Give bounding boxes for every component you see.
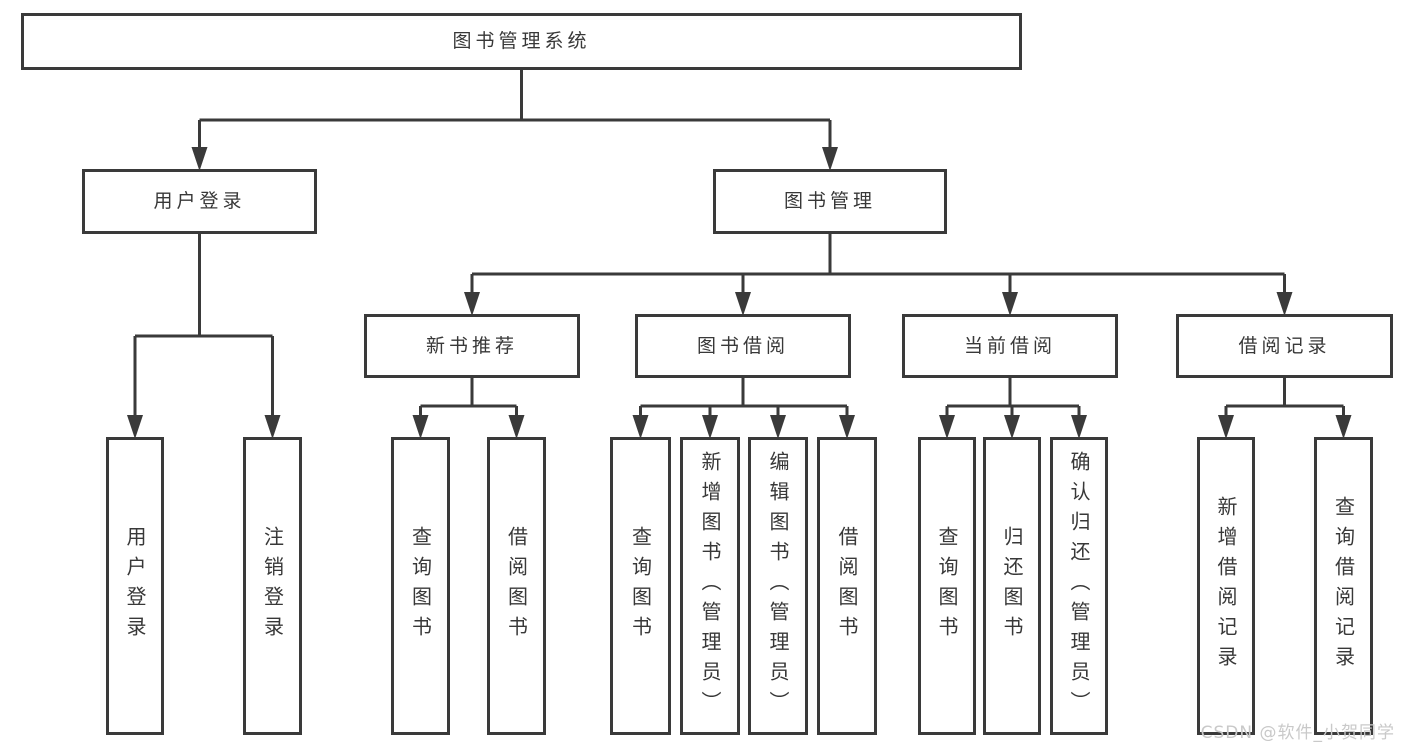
arrowhead-icon (702, 415, 718, 439)
arrowhead-icon (839, 415, 855, 439)
arrowhead-icon (508, 415, 525, 439)
arrowhead-icon (464, 292, 480, 316)
arrowhead-icon (1071, 415, 1087, 439)
node-book-borrowing: 图书借阅 (635, 314, 851, 378)
arrowhead-icon (822, 147, 838, 171)
arrowhead-icon (1002, 292, 1018, 316)
arrowhead-icon (770, 415, 786, 439)
node-borrow-records: 借阅记录 (1176, 314, 1393, 378)
arrowhead-icon (1335, 415, 1352, 439)
arrowhead-icon (127, 415, 143, 439)
arrowhead-icon (632, 415, 649, 439)
node-nbr-query-books: 查询图书 (391, 437, 450, 735)
node-new-book-recommend: 新书推荐 (364, 314, 580, 378)
node-cb-query-books: 查询图书 (918, 437, 976, 735)
node-cb-return-books: 归还图书 (983, 437, 1041, 735)
node-nbr-borrow-books: 借阅图书 (487, 437, 546, 735)
node-logout-action: 注销登录 (243, 437, 302, 735)
node-bb-edit-books: 编辑图书（管理员） (748, 437, 808, 735)
arrowhead-icon (264, 415, 281, 439)
arrowhead-icon (412, 415, 429, 439)
arrowhead-icon (939, 415, 955, 439)
arrowhead-icon (1004, 415, 1020, 439)
node-bb-borrow-books: 借阅图书 (817, 437, 877, 735)
arrowhead-icon (1218, 415, 1234, 439)
node-user-login-action: 用户登录 (106, 437, 164, 735)
arrowhead-icon (191, 147, 208, 171)
node-user-login: 用户登录 (82, 169, 317, 234)
node-cb-confirm-return: 确认归还（管理员） (1050, 437, 1108, 735)
node-system-root: 图书管理系统 (21, 13, 1022, 70)
node-br-add-record: 新增借阅记录 (1197, 437, 1255, 735)
node-br-query-record: 查询借阅记录 (1314, 437, 1373, 735)
node-current-borrowing: 当前借阅 (902, 314, 1118, 378)
node-book-management: 图书管理 (713, 169, 947, 234)
node-bb-add-books: 新增图书（管理员） (680, 437, 740, 735)
arrowhead-icon (1276, 292, 1293, 316)
watermark-text: CSDN @软件_小贺同学 (1200, 723, 1395, 743)
arrowhead-icon (735, 292, 751, 316)
node-bb-query-books: 查询图书 (610, 437, 671, 735)
